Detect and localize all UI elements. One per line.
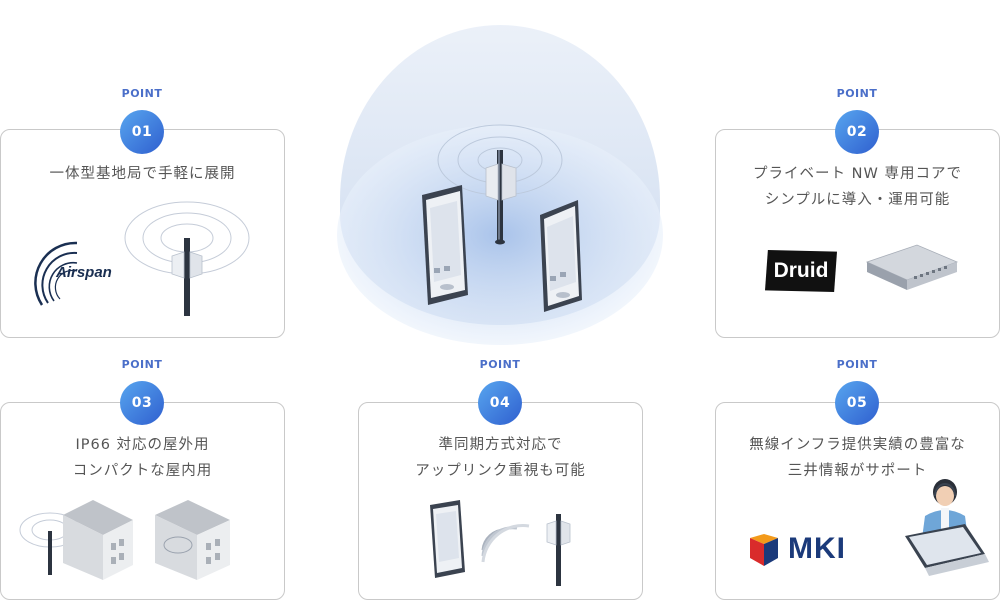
network-switch-illustration <box>865 244 959 290</box>
support-operator-illustration <box>905 479 989 576</box>
point-03-card <box>0 402 285 600</box>
point-03-label: POINT <box>121 358 163 371</box>
point-03-title: IP66 対応の屋外用 コンパクトな屋内用 <box>0 432 285 484</box>
uplink-illustration <box>430 500 571 586</box>
point-04-title-line-2: アップリンク重視も可能 <box>415 463 586 479</box>
point-02-card <box>715 129 1000 338</box>
point-04-title-line-1: 準同期方式対応で <box>438 437 563 453</box>
airspan-logo-mark <box>34 241 78 306</box>
point-02-badge: 02 <box>835 110 879 154</box>
point-04-title: 準同期方式対応で アップリンク重視も可能 <box>358 432 643 484</box>
point-05-title-line-1: 無線インフラ提供実績の豊富な <box>749 437 966 453</box>
antenna-tower-center <box>485 150 517 245</box>
point-03-badge: 03 <box>120 381 164 425</box>
point-02-title: プライベート NW 専用コアで シンプルに導入・運用可能 <box>715 161 1000 213</box>
airspan-logo-text: Airspan <box>56 264 112 281</box>
point-05-label: POINT <box>836 358 878 371</box>
smartphone-small <box>430 500 465 578</box>
point-01-label: POINT <box>121 87 163 100</box>
antenna-small <box>546 514 571 586</box>
indoor-house-illustration <box>155 500 230 580</box>
point-01-title-line-1: 一体型基地局で手軽に展開 <box>49 166 236 182</box>
point-01-badge: 01 <box>120 110 164 154</box>
mki-logo-text: MKI <box>788 532 846 565</box>
point-04-label: POINT <box>479 358 521 371</box>
point-05-title: 無線インフラ提供実績の豊富な 三井情報がサポート <box>715 432 1000 484</box>
druid-logo: Druid <box>765 250 837 292</box>
outdoor-house-illustration <box>19 500 133 580</box>
antenna-tower-illustration <box>124 201 250 316</box>
point-05-badge: 05 <box>835 381 879 425</box>
point-05-title-line-2: 三井情報がサポート <box>787 463 928 479</box>
smartphone-left <box>422 185 468 305</box>
point-02-label: POINT <box>836 87 878 100</box>
point-03-title-line-2: コンパクトな屋内用 <box>72 463 213 479</box>
point-03-title-line-1: IP66 対応の屋外用 <box>75 437 210 453</box>
point-02-title-line-1: プライベート NW 専用コアで <box>753 166 962 182</box>
point-02-title-line-2: シンプルに導入・運用可能 <box>764 192 951 208</box>
mki-logo-mark <box>750 534 778 566</box>
point-01-title: 一体型基地局で手軽に展開 <box>0 161 285 187</box>
point-04-badge: 04 <box>478 381 522 425</box>
smartphone-right <box>540 200 582 312</box>
